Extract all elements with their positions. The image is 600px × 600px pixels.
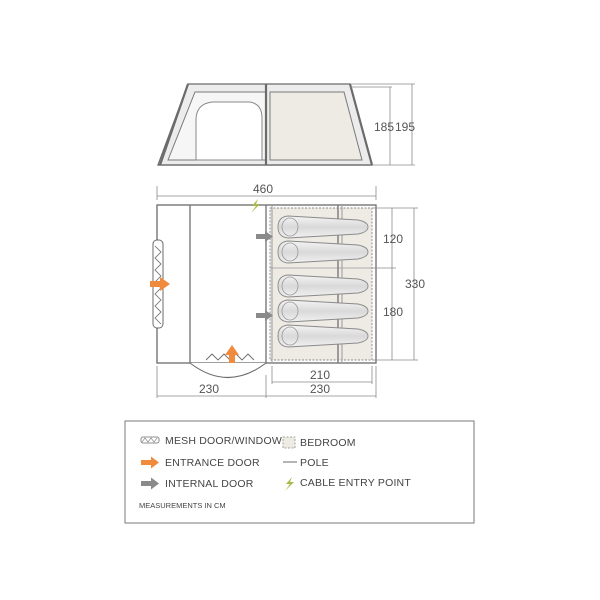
sleeping-bag-1 — [277, 215, 369, 239]
dim-depth-bedroom-back: 180 — [383, 305, 403, 319]
entrance-door-arrow-icon — [141, 456, 159, 469]
sleeping-bag-3 — [277, 274, 369, 298]
bedroom-swatch-icon — [282, 436, 296, 449]
entrance-door-arrow-front — [225, 345, 239, 363]
internal-door-arrow-2 — [256, 310, 273, 321]
side-elevation-view — [157, 83, 374, 166]
legend-cable-entry-bolt-icon — [285, 477, 294, 491]
sleeping-bag-5 — [277, 324, 369, 348]
sleeping-bag-2 — [277, 240, 369, 264]
depth-dimensions — [372, 207, 418, 361]
dim-width-bedroom-outer: 230 — [310, 382, 330, 396]
side-pole-1 — [158, 83, 190, 166]
internal-door-arrow-icon — [141, 477, 159, 490]
side-doorway — [195, 101, 263, 161]
height-dimensions — [350, 83, 415, 166]
sleeping-bag-4 — [277, 299, 369, 323]
internal-door-arrow-1 — [256, 231, 273, 242]
cable-entry-bolt-icon — [251, 199, 260, 213]
dim-width-total: 460 — [253, 182, 273, 196]
dim-depth-bedroom-front: 120 — [383, 232, 403, 246]
dim-height-total: 195 — [395, 120, 415, 134]
legend-measurements-note: MEASUREMENTS IN CM — [139, 501, 226, 510]
bottom-width-dimensions — [156, 366, 377, 398]
dim-width-living: 230 — [199, 382, 219, 396]
legend-bedroom: BEDROOM — [300, 437, 356, 449]
legend-internal-door: INTERNAL DOOR — [165, 478, 254, 490]
legend-pole: POLE — [300, 457, 329, 469]
entrance-door-arrow-left — [150, 277, 170, 291]
dim-depth-total: 330 — [405, 277, 425, 291]
floorplan-front-canopy — [189, 362, 267, 379]
legend-cable-entry-point: CABLE ENTRY POINT — [300, 477, 411, 489]
mesh-door-window-icon — [140, 436, 160, 444]
legend: MESH DOOR/WINDOW ENTRANCE DOOR INTERNAL … — [124, 420, 475, 524]
side-pole-3 — [348, 83, 374, 166]
dim-height-bedroom: 185 — [374, 120, 394, 134]
sleeping-bags — [277, 215, 369, 348]
width-total-dimension — [156, 186, 377, 200]
legend-box — [124, 420, 475, 524]
side-bedroom-area — [269, 91, 363, 161]
dim-width-bedroom-inner: 210 — [310, 368, 330, 382]
legend-entrance-door: ENTRANCE DOOR — [165, 457, 260, 469]
legend-mesh-door-window: MESH DOOR/WINDOW — [165, 435, 282, 447]
